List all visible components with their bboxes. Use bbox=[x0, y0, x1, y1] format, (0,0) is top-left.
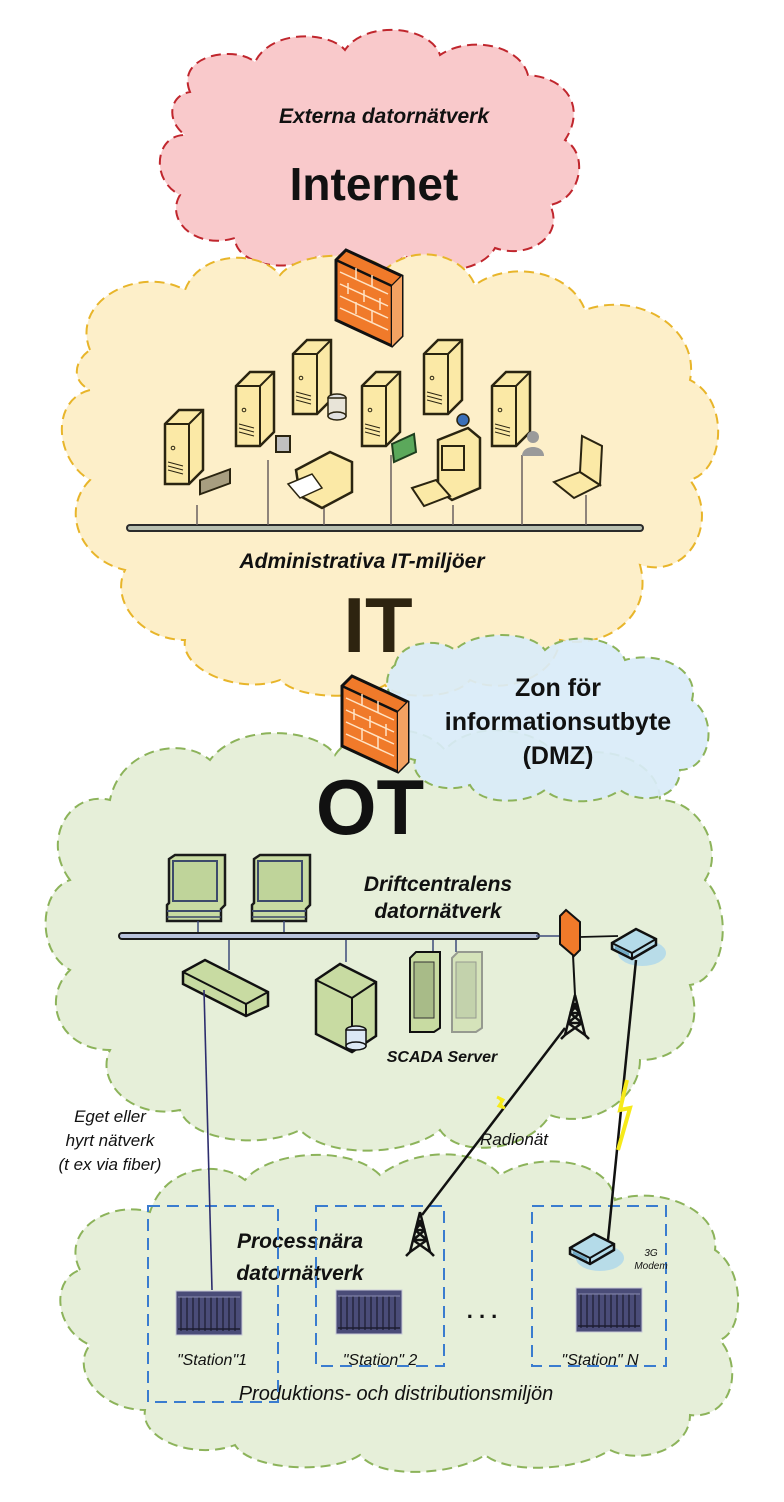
ot-cloud-shape bbox=[44, 729, 724, 1152]
process-footer: Produktions- och distributionsmiljön bbox=[239, 1383, 554, 1405]
control-center-line1: Driftcentralens bbox=[364, 873, 512, 896]
station-label: "Station" 2 bbox=[343, 1352, 418, 1369]
network-switch-icon bbox=[181, 958, 270, 1018]
it-subtitle: Administrativa IT-miljöer bbox=[238, 550, 486, 573]
ellipsis: . . . bbox=[467, 1298, 498, 1323]
scada-rack-server-icon bbox=[409, 951, 441, 1033]
globe-icon bbox=[456, 413, 470, 427]
internet-subtitle: Externa datornätverk bbox=[279, 105, 490, 128]
finance-server-icon bbox=[360, 370, 402, 448]
radio-link bbox=[421, 1027, 566, 1216]
scada-rack-server-backup-icon bbox=[451, 951, 483, 1033]
directory-server-icon bbox=[490, 370, 532, 448]
operator-workstation-icon bbox=[165, 853, 227, 923]
wired-link bbox=[203, 989, 213, 1291]
dmz-line2: informationsutbyte bbox=[445, 708, 671, 736]
control-center-network: Driftcentralens datornätverk bbox=[118, 853, 668, 1066]
user-icon bbox=[527, 431, 539, 443]
scada-database-server-icon bbox=[314, 962, 378, 1054]
rtu-device-icon bbox=[575, 1287, 643, 1333]
operator-workstation-icon bbox=[250, 853, 312, 923]
ot-zone-cloud bbox=[44, 729, 724, 1152]
it-zone-cloud: Administrativa IT-miljöer IT bbox=[60, 253, 720, 697]
keyboard-icon bbox=[410, 478, 452, 508]
pc-small-icon bbox=[275, 435, 291, 453]
internet-cloud-shape bbox=[158, 29, 581, 274]
money-icon bbox=[390, 432, 418, 464]
process-line2: datornätverk bbox=[236, 1262, 365, 1285]
server-fax-icon bbox=[163, 408, 205, 486]
small-firewall-icon bbox=[559, 908, 581, 958]
dmz-line1: Zon för bbox=[515, 674, 601, 702]
cellular-link bbox=[606, 959, 638, 1241]
station-label: "Station" N bbox=[561, 1352, 639, 1369]
it-cloud-shape bbox=[60, 253, 720, 697]
rtu-device-icon bbox=[175, 1290, 243, 1336]
ot-title: OT bbox=[316, 763, 424, 851]
fax-icon bbox=[199, 467, 231, 496]
station-boundary bbox=[315, 1205, 445, 1367]
dmz-line3: (DMZ) bbox=[523, 742, 594, 770]
station-2: "Station" 2 bbox=[315, 1205, 445, 1369]
scada-server-label: SCADA Server bbox=[387, 1049, 498, 1066]
wired-link-label-3: (t ex via fiber) bbox=[59, 1155, 162, 1174]
rtu-device-icon bbox=[335, 1289, 403, 1335]
station-label: "Station"1 bbox=[177, 1352, 247, 1369]
radio-link-label: Radionät bbox=[480, 1130, 549, 1149]
station-boundary bbox=[147, 1205, 279, 1403]
internet-zone-cloud: Externa datornätverk Internet bbox=[158, 29, 581, 274]
radio-lightning-icon bbox=[496, 1095, 506, 1110]
database-server-icon bbox=[291, 338, 333, 416]
cellular-lightning-icon bbox=[616, 1079, 633, 1151]
internet-title: Internet bbox=[290, 158, 459, 210]
control-center-line2: datornätverk bbox=[374, 900, 503, 923]
wired-link-label-1: Eget eller bbox=[74, 1107, 147, 1126]
station-1: "Station"1 bbox=[147, 1205, 279, 1403]
web-server-icon bbox=[422, 338, 464, 416]
process-line1: Processnära bbox=[237, 1230, 363, 1253]
modem-label-2: Modem bbox=[634, 1261, 667, 1272]
modem-label-1: 3G bbox=[644, 1248, 658, 1259]
dmz-cloud-shape bbox=[386, 634, 710, 803]
station-n: "Station" N bbox=[531, 1205, 667, 1369]
it-devices bbox=[126, 338, 644, 532]
server-print-icon bbox=[234, 370, 276, 448]
dmz-zone-cloud: Zon för informationsutbyte (DMZ) bbox=[386, 634, 710, 803]
wired-link-label-2: hyrt nätverk bbox=[66, 1131, 156, 1150]
station-boundary bbox=[531, 1205, 667, 1367]
